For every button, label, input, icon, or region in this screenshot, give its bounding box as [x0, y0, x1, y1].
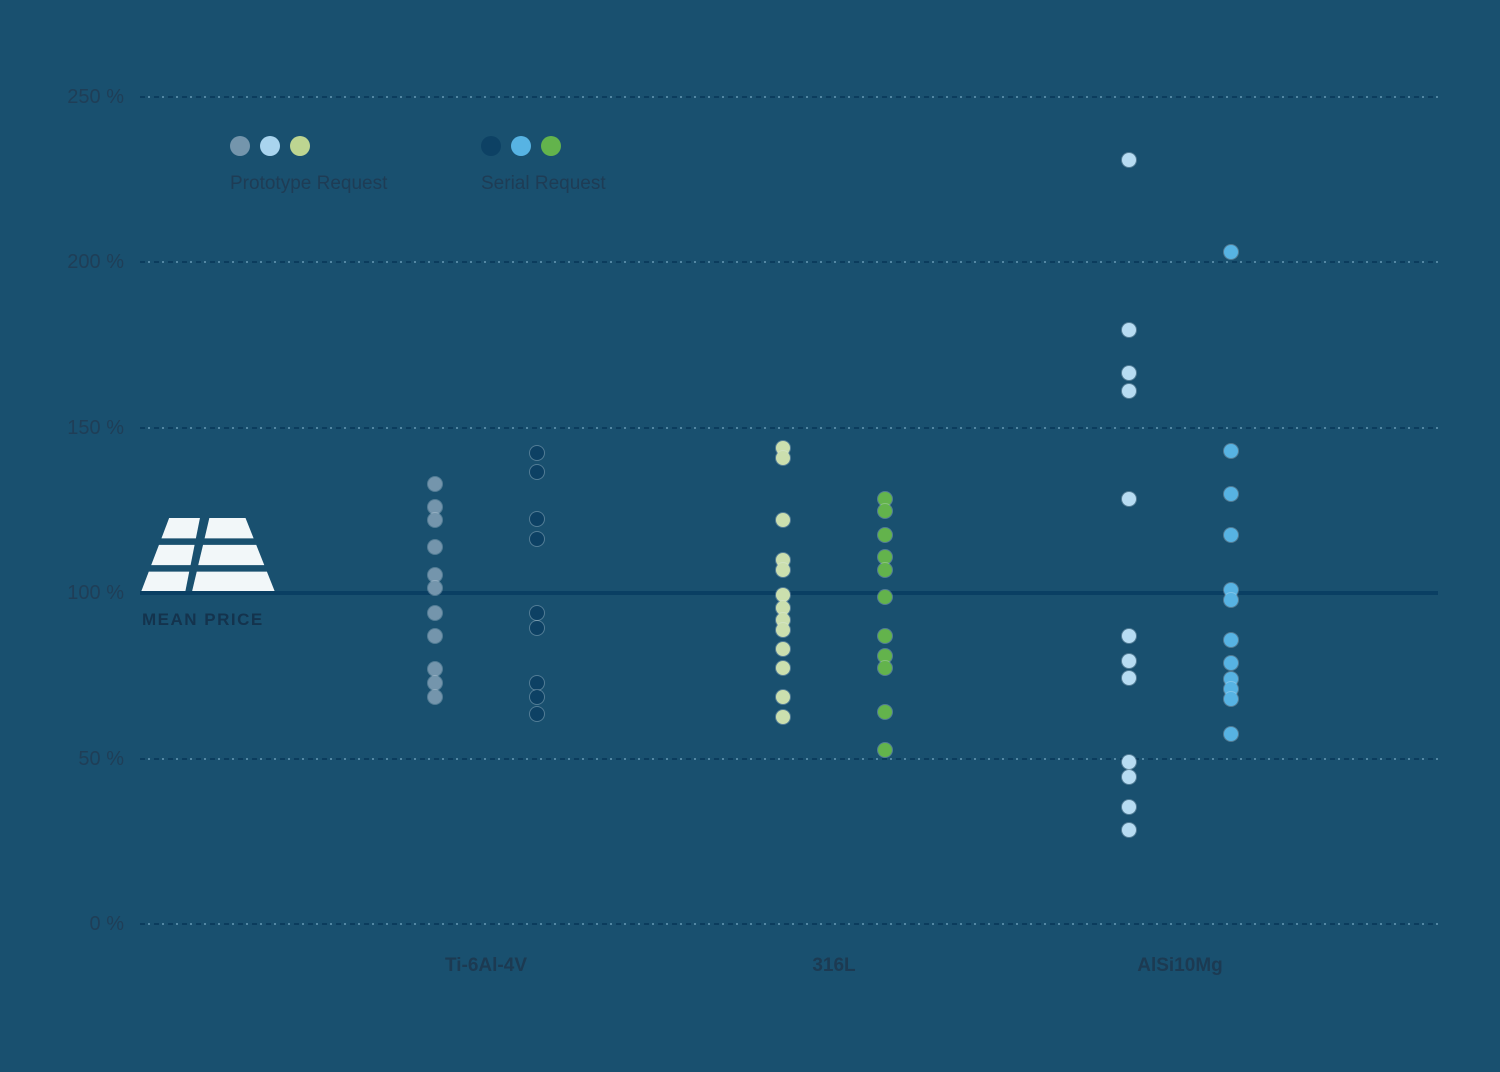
data-point-serial-AlSi10Mg: [1224, 656, 1238, 670]
legend-prototype-dots: [230, 136, 387, 156]
gridline-200pct: [140, 261, 1438, 263]
data-point-serial-316L: [878, 563, 892, 577]
data-point-prototype-AlSi10Mg: [1122, 153, 1136, 167]
data-point-serial-316L: [878, 661, 892, 675]
data-point-serial-Ti-6Al-4V: [530, 512, 544, 526]
layered-a-logo: [141, 518, 275, 592]
y-tick-label-100pct: 100 %: [67, 582, 124, 604]
data-point-prototype-Ti-6Al-4V: [428, 581, 442, 595]
data-point-prototype-AlSi10Mg: [1122, 755, 1136, 769]
data-point-serial-AlSi10Mg: [1224, 245, 1238, 259]
data-point-serial-Ti-6Al-4V: [530, 446, 544, 460]
data-point-prototype-Ti-6Al-4V: [428, 568, 442, 582]
y-tick-label-250pct: 250 %: [67, 86, 124, 108]
mean-price-label: MEAN PRICE: [142, 610, 264, 629]
data-point-serial-316L: [878, 528, 892, 542]
gridline-50pct: [140, 758, 1438, 760]
serial-navy-dot-icon: [481, 136, 501, 156]
prototype-lightgreen-dot-icon: [290, 136, 310, 156]
data-point-serial-Ti-6Al-4V: [530, 690, 544, 704]
data-point-prototype-316L: [776, 513, 790, 527]
data-point-prototype-AlSi10Mg: [1122, 384, 1136, 398]
data-point-prototype-316L: [776, 710, 790, 724]
data-point-prototype-Ti-6Al-4V: [428, 500, 442, 514]
legend-prototype-request: Prototype Request: [230, 136, 387, 195]
x-category-label-2: AlSi10Mg: [1137, 955, 1223, 976]
data-point-prototype-AlSi10Mg: [1122, 492, 1136, 506]
y-tick-label-0pct: 0 %: [89, 913, 124, 935]
data-point-prototype-316L: [776, 690, 790, 704]
data-point-prototype-AlSi10Mg: [1122, 770, 1136, 784]
data-point-serial-316L: [878, 550, 892, 564]
data-point-prototype-316L: [776, 563, 790, 577]
gridline-150pct: [140, 427, 1438, 429]
data-point-serial-316L: [878, 492, 892, 506]
data-point-prototype-Ti-6Al-4V: [428, 477, 442, 491]
legend-serial-request: Serial Request: [481, 136, 606, 195]
data-point-serial-Ti-6Al-4V: [530, 532, 544, 546]
x-category-label-1: 316L: [812, 955, 856, 976]
data-point-serial-Ti-6Al-4V: [530, 676, 544, 690]
data-point-prototype-AlSi10Mg: [1122, 366, 1136, 380]
prototype-lightblue-dot-icon: [260, 136, 280, 156]
data-point-prototype-Ti-6Al-4V: [428, 662, 442, 676]
data-point-serial-AlSi10Mg: [1224, 593, 1238, 607]
data-point-serial-316L: [878, 590, 892, 604]
y-tick-label-50pct: 50 %: [78, 748, 124, 770]
data-point-prototype-AlSi10Mg: [1122, 654, 1136, 668]
data-point-prototype-316L: [776, 588, 790, 602]
data-point-serial-AlSi10Mg: [1224, 487, 1238, 501]
serial-skyblue-dot-icon: [511, 136, 531, 156]
data-point-prototype-Ti-6Al-4V: [428, 629, 442, 643]
data-point-serial-AlSi10Mg: [1224, 528, 1238, 542]
legend-serial-label: Serial Request: [481, 173, 606, 194]
data-point-serial-Ti-6Al-4V: [530, 707, 544, 721]
data-point-serial-Ti-6Al-4V: [530, 606, 544, 620]
data-point-prototype-AlSi10Mg: [1122, 671, 1136, 685]
serial-green-dot-icon: [541, 136, 561, 156]
gridline-250pct: [140, 96, 1438, 98]
data-point-serial-Ti-6Al-4V: [530, 621, 544, 635]
data-point-serial-AlSi10Mg: [1224, 444, 1238, 458]
gridline-0pct: [140, 923, 1438, 925]
y-tick-label-150pct: 150 %: [67, 417, 124, 439]
data-point-serial-316L: [878, 649, 892, 663]
data-point-prototype-Ti-6Al-4V: [428, 676, 442, 690]
data-point-serial-316L: [878, 504, 892, 518]
data-point-prototype-AlSi10Mg: [1122, 323, 1136, 337]
data-point-prototype-316L: [776, 642, 790, 656]
data-point-prototype-316L: [776, 623, 790, 637]
y-tick-label-200pct: 200 %: [67, 251, 124, 273]
data-point-serial-AlSi10Mg: [1224, 727, 1238, 741]
legend-prototype-label: Prototype Request: [230, 173, 388, 194]
data-point-serial-316L: [878, 629, 892, 643]
legend-serial-dots: [481, 136, 606, 156]
data-point-serial-316L: [878, 705, 892, 719]
data-point-serial-AlSi10Mg: [1224, 692, 1238, 706]
data-point-prototype-AlSi10Mg: [1122, 823, 1136, 837]
data-point-prototype-316L: [776, 661, 790, 675]
data-point-prototype-316L: [776, 601, 790, 615]
data-point-serial-AlSi10Mg: [1224, 633, 1238, 647]
data-point-prototype-Ti-6Al-4V: [428, 513, 442, 527]
data-point-prototype-AlSi10Mg: [1122, 800, 1136, 814]
data-point-prototype-Ti-6Al-4V: [428, 540, 442, 554]
data-point-prototype-AlSi10Mg: [1122, 629, 1136, 643]
data-point-serial-316L: [878, 743, 892, 757]
prototype-grayblue-dot-icon: [230, 136, 250, 156]
data-point-serial-Ti-6Al-4V: [530, 465, 544, 479]
data-point-prototype-316L: [776, 451, 790, 465]
x-category-label-0: Ti-6Al-4V: [444, 955, 528, 976]
data-point-prototype-Ti-6Al-4V: [428, 606, 442, 620]
data-point-prototype-Ti-6Al-4V: [428, 690, 442, 704]
